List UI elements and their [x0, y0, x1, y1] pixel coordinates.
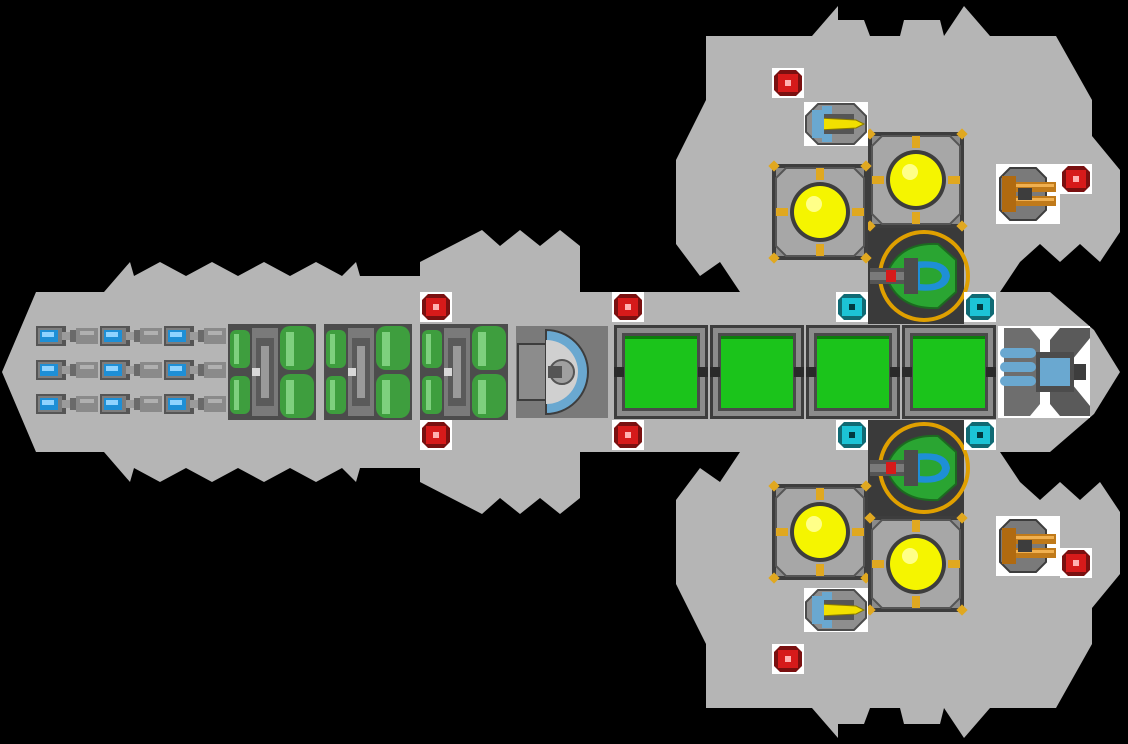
- cargo-bay-icon[interactable]: [806, 325, 900, 419]
- shield-node-icon[interactable]: [836, 420, 868, 450]
- battery-bank: [36, 326, 226, 414]
- cannon-icon[interactable]: [995, 163, 1061, 225]
- fuel-tank-icon[interactable]: [420, 324, 508, 420]
- warning-light-icon[interactable]: [1060, 164, 1092, 194]
- radar-dome-icon[interactable]: [516, 326, 608, 418]
- thruster-icon[interactable]: [998, 326, 1090, 418]
- fuel-tank-icon[interactable]: [324, 324, 412, 420]
- shield-node-icon[interactable]: [836, 292, 868, 322]
- cargo-bay-icon[interactable]: [614, 325, 708, 419]
- warning-light-icon[interactable]: [772, 68, 804, 98]
- warning-light-icon[interactable]: [420, 420, 452, 450]
- fuel-tank-icon[interactable]: [228, 324, 316, 420]
- reactor-core-icon[interactable]: [767, 479, 873, 585]
- missile-icon[interactable]: [803, 101, 869, 147]
- reactor-core-icon[interactable]: [767, 159, 873, 265]
- warning-light-icon[interactable]: [612, 420, 644, 450]
- shield-node-icon[interactable]: [964, 292, 996, 322]
- warning-light-icon[interactable]: [772, 644, 804, 674]
- fuel-tank-bank: [228, 324, 508, 420]
- reactor-core-icon[interactable]: [863, 127, 969, 233]
- warning-light-icon[interactable]: [1060, 548, 1092, 578]
- reactor-core-icon[interactable]: [863, 511, 969, 617]
- warning-light-icon[interactable]: [612, 292, 644, 322]
- turret-icon[interactable]: [866, 226, 970, 326]
- missile-icon[interactable]: [803, 587, 869, 633]
- warning-light-icon[interactable]: [420, 292, 452, 322]
- cannon-icon[interactable]: [995, 515, 1061, 577]
- cargo-bay-icon[interactable]: [710, 325, 804, 419]
- cargo-bay-icon[interactable]: [902, 325, 996, 419]
- shield-node-icon[interactable]: [964, 420, 996, 450]
- turret-icon[interactable]: [866, 418, 970, 518]
